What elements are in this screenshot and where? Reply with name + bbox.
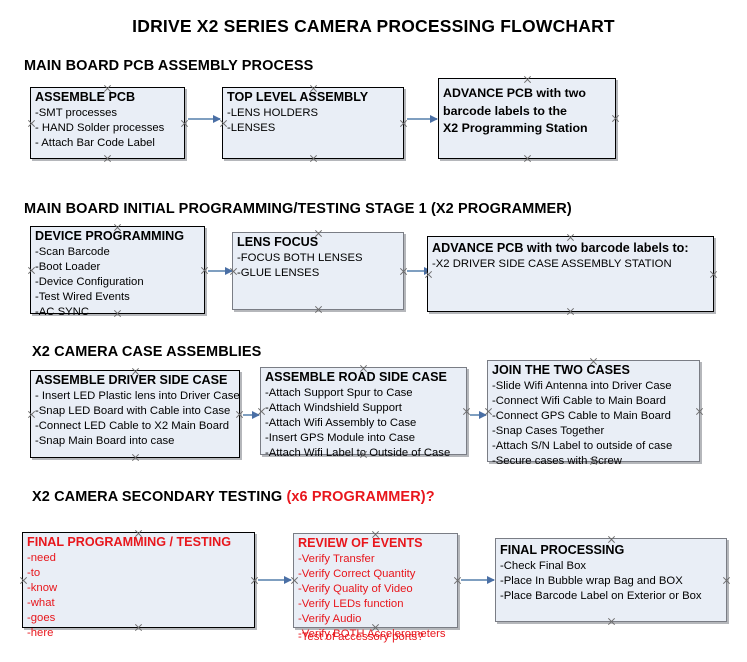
arrow-connector — [470, 410, 487, 419]
node-line: -Place Barcode Label on Exterior or Box — [500, 589, 702, 602]
node-assemble-road-side-case[interactable]: ASSEMBLE ROAD SIDE CASE -Attach Support … — [260, 367, 467, 459]
node-line: -Place In Bubble wrap Bag and BOX — [500, 574, 683, 587]
resize-handle-top[interactable] — [523, 75, 532, 84]
resize-handle-bottom[interactable] — [566, 307, 575, 316]
node-line: -SMT processes — [35, 106, 118, 119]
node-final-processing[interactable]: FINAL PROCESSING -Check Final Box -Place… — [495, 538, 727, 622]
node-line: - Insert LED Plastic lens into Driver Ca… — [35, 389, 240, 402]
node-line: -Attach Windshield Support — [265, 401, 402, 414]
node-line: - HAND Solder processes — [35, 121, 165, 134]
node-assemble-driver-side-case[interactable]: ASSEMBLE DRIVER SIDE CASE - Insert LED P… — [30, 370, 240, 458]
node-title: FINAL PROGRAMMING / TESTING — [27, 535, 232, 549]
node-line: -Check Final Box — [500, 559, 587, 572]
node-line: -Test Wired Events — [35, 290, 130, 303]
node-line: -LENS HOLDERS — [227, 106, 319, 119]
node-overflow-line: -Test of accessory ports? — [298, 631, 424, 643]
node-line: -X2 DRIVER SIDE CASE ASSEMBLY STATION — [432, 257, 672, 270]
node-title: ASSEMBLE ROAD SIDE CASE — [265, 370, 447, 384]
node-line: -Verify Correct Quantity — [298, 567, 416, 580]
node-line: -Connect Wifi Cable to Main Board — [492, 394, 666, 407]
node-title: JOIN THE TWO CASES — [492, 363, 630, 377]
node-join-the-two-cases[interactable]: JOIN THE TWO CASES -Slide Wifi Antenna i… — [487, 360, 700, 467]
node-advance-pcb-programming-station[interactable]: ADVANCE PCB with two barcode labels to t… — [438, 78, 616, 159]
node-line: -Snap Main Board into case — [35, 434, 175, 447]
node-top-level-assembly[interactable]: TOP LEVEL ASSEMBLY -LENS HOLDERS -LENSES — [222, 87, 404, 159]
node-line: -Attach S/N Label to outside of case — [492, 439, 673, 452]
node-line: -Secure cases with Screw — [492, 454, 622, 467]
node-line: barcode labels to the — [443, 103, 567, 118]
node-line: -Verify Transfer — [298, 552, 375, 565]
node-line: -Snap Cases Together — [492, 424, 605, 437]
node-title: ADVANCE PCB with two barcode labels to: — [432, 241, 689, 255]
resize-handle-bottom[interactable] — [131, 453, 140, 462]
node-line: -Verify BOTH Accelerometers — [298, 627, 446, 640]
node-title: FINAL PROCESSING — [500, 543, 625, 557]
resize-handle-bottom[interactable] — [523, 154, 532, 163]
node-line: -Snap LED Board with Cable into Case — [35, 404, 231, 417]
arrow-connector — [208, 266, 233, 275]
node-line: -Boot Loader — [35, 260, 101, 273]
node-line: -Device Configuration — [35, 275, 144, 288]
node-line: -Verify Quality of Video — [298, 582, 413, 595]
node-line: -AC SYNC — [35, 305, 89, 318]
section-heading-3-text: X2 CAMERA CASE ASSEMBLIES — [32, 344, 262, 360]
node-title: ASSEMBLE DRIVER SIDE CASE — [35, 373, 228, 387]
node-assemble-pcb[interactable]: ASSEMBLE PCB -SMT processes - HAND Solde… — [30, 87, 185, 159]
node-device-programming[interactable]: DEVICE PROGRAMMING -Scan Barcode -Boot L… — [30, 226, 205, 318]
resize-handle-bottom[interactable] — [309, 154, 318, 163]
arrow-connector — [243, 410, 260, 419]
section-heading-1: MAIN BOARD PCB ASSEMBLY PROCESS — [24, 58, 313, 74]
page-title: IDRIVE X2 SERIES CAMERA PROCESSING FLOWC… — [132, 16, 615, 36]
node-line: -to — [27, 566, 41, 579]
section-heading-3: X2 CAMERA CASE ASSEMBLIES — [32, 344, 261, 360]
node-title: LENS FOCUS — [237, 235, 319, 249]
node-title: REVIEW OF EVENTS — [298, 536, 423, 550]
node-line: -Insert GPS Module into Case — [265, 431, 416, 444]
node-line: -Verify Audio — [298, 612, 362, 625]
arrow-connector — [188, 114, 221, 123]
arrow-connector — [461, 575, 495, 584]
node-line: -Attach Support Spur to Case — [265, 386, 413, 399]
resize-handle-bottom[interactable] — [103, 154, 112, 163]
section-heading-4-text: X2 CAMERA SECONDARY TESTING — [32, 489, 287, 505]
node-final-programming-testing[interactable]: FINAL PROGRAMMING / TESTING -need -to -k… — [22, 532, 255, 639]
node-line: -Scan Barcode — [35, 245, 110, 258]
node-title: ASSEMBLE PCB — [35, 90, 136, 104]
arrow-connector — [407, 114, 438, 123]
node-line: X2 Programming Station — [443, 121, 588, 136]
section-heading-4-accent: (x6 PROGRAMMER)? — [286, 489, 435, 505]
node-line: -here — [27, 626, 54, 639]
arrow-connector — [258, 575, 292, 584]
node-review-of-events[interactable]: REVIEW OF EVENTS -Verify Transfer -Verif… — [293, 533, 458, 640]
node-line: -LENSES — [227, 121, 276, 134]
node-line: -Attach Wifi Assembly to Case — [265, 416, 417, 429]
section-heading-1-text: MAIN BOARD PCB ASSEMBLY PROCESS — [24, 58, 314, 74]
node-line: -Connect LED Cable to X2 Main Board — [35, 419, 230, 432]
node-line: ADVANCE PCB with two — [443, 86, 586, 100]
node-line: -Verify LEDs function — [298, 597, 404, 610]
node-title: TOP LEVEL ASSEMBLY — [227, 90, 369, 104]
node-line: -Attach Wifi Label to Outside of Case — [265, 446, 451, 459]
section-heading-4: X2 CAMERA SECONDARY TESTING (x6 PROGRAMM… — [32, 489, 435, 505]
node-line: -GLUE LENSES — [237, 266, 320, 279]
node-line: -Connect GPS Cable to Main Board — [492, 409, 671, 422]
node-line: -know — [27, 581, 58, 594]
node-line: -FOCUS BOTH LENSES — [237, 251, 363, 264]
node-line: - Attach Bar Code Label — [35, 136, 155, 149]
node-advance-pcb-driver-side-station[interactable]: ADVANCE PCB with two barcode labels to: … — [427, 236, 714, 312]
resize-handle-bottom[interactable] — [607, 617, 616, 626]
section-heading-2-text: MAIN BOARD INITIAL PROGRAMMING/TESTING S… — [24, 201, 572, 217]
resize-handle-bottom[interactable] — [314, 305, 323, 314]
node-title: DEVICE PROGRAMMING — [35, 229, 185, 243]
node-lens-focus[interactable]: LENS FOCUS -FOCUS BOTH LENSES -GLUE LENS… — [232, 232, 404, 310]
section-heading-2: MAIN BOARD INITIAL PROGRAMMING/TESTING S… — [24, 201, 572, 217]
node-line: -need — [27, 551, 56, 564]
node-line: -Slide Wifi Antenna into Driver Case — [492, 379, 672, 392]
node-line: -goes — [27, 611, 56, 624]
node-line: -what — [27, 596, 55, 609]
